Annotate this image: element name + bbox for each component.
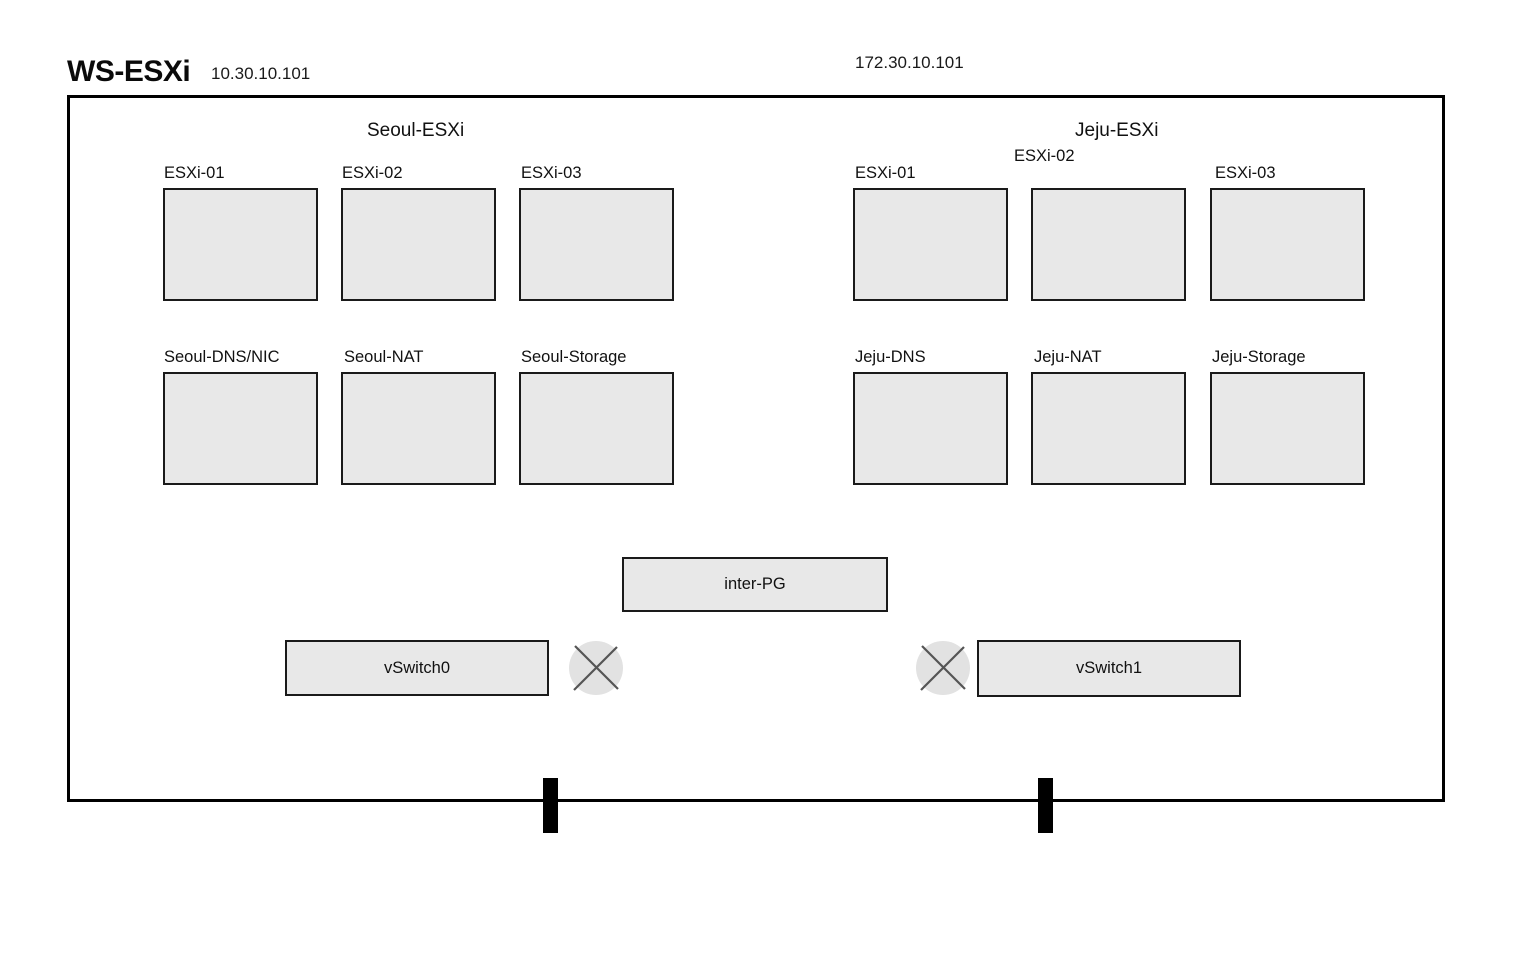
vswitch0-box: vSwitch0 [285,640,549,696]
node-label-jeju-esxi-01: ESXi-01 [855,164,916,182]
remote-ip-label: 172.30.10.101 [855,53,964,72]
group-heading-jeju: Jeju-ESXi [1075,120,1159,141]
node-seoul-dns-nic [163,372,318,485]
port-group-label: inter-PG [724,575,786,593]
group-heading-seoul: Seoul-ESXi [367,120,465,141]
node-label-jeju-dns: Jeju-DNS [855,348,926,366]
physical-nic-bar-left [543,778,558,833]
crossed-circle-icon-right [915,640,971,696]
node-label-seoul-esxi-03: ESXi-03 [521,164,582,182]
node-label-jeju-esxi-03: ESXi-03 [1215,164,1276,182]
node-label-seoul-dns-nic: Seoul-DNS/NIC [164,348,280,366]
vswitch1-label: vSwitch1 [1075,659,1143,677]
vswitch1-box: vSwitch1 [977,640,1241,697]
crossed-circle-icon-left [568,640,624,696]
node-jeju-esxi-01 [853,188,1008,301]
node-jeju-esxi-03 [1210,188,1365,301]
vswitch0-label: vSwitch0 [383,658,451,677]
node-seoul-esxi-02 [341,188,496,301]
node-label-seoul-esxi-02: ESXi-02 [342,164,403,182]
page-title: WS-ESXi [67,55,191,88]
node-jeju-esxi-02 [1031,188,1186,301]
host-ip-label: 10.30.10.101 [211,64,311,83]
node-seoul-esxi-03 [519,188,674,301]
port-group-box: inter-PG [622,557,888,612]
node-label-jeju-nat: Jeju-NAT [1034,348,1102,366]
node-seoul-storage [519,372,674,485]
node-label-seoul-esxi-01: ESXi-01 [164,164,225,182]
node-label-seoul-nat: Seoul-NAT [344,348,424,366]
node-label-jeju-esxi-02: ESXi-02 [1014,147,1075,165]
node-jeju-nat [1031,372,1186,485]
node-seoul-esxi-01 [163,188,318,301]
node-seoul-nat [341,372,496,485]
node-jeju-storage [1210,372,1365,485]
physical-nic-bar-right [1038,778,1053,833]
node-label-jeju-storage: Jeju-Storage [1212,348,1306,366]
node-label-seoul-storage: Seoul-Storage [521,348,627,366]
node-jeju-dns [853,372,1008,485]
